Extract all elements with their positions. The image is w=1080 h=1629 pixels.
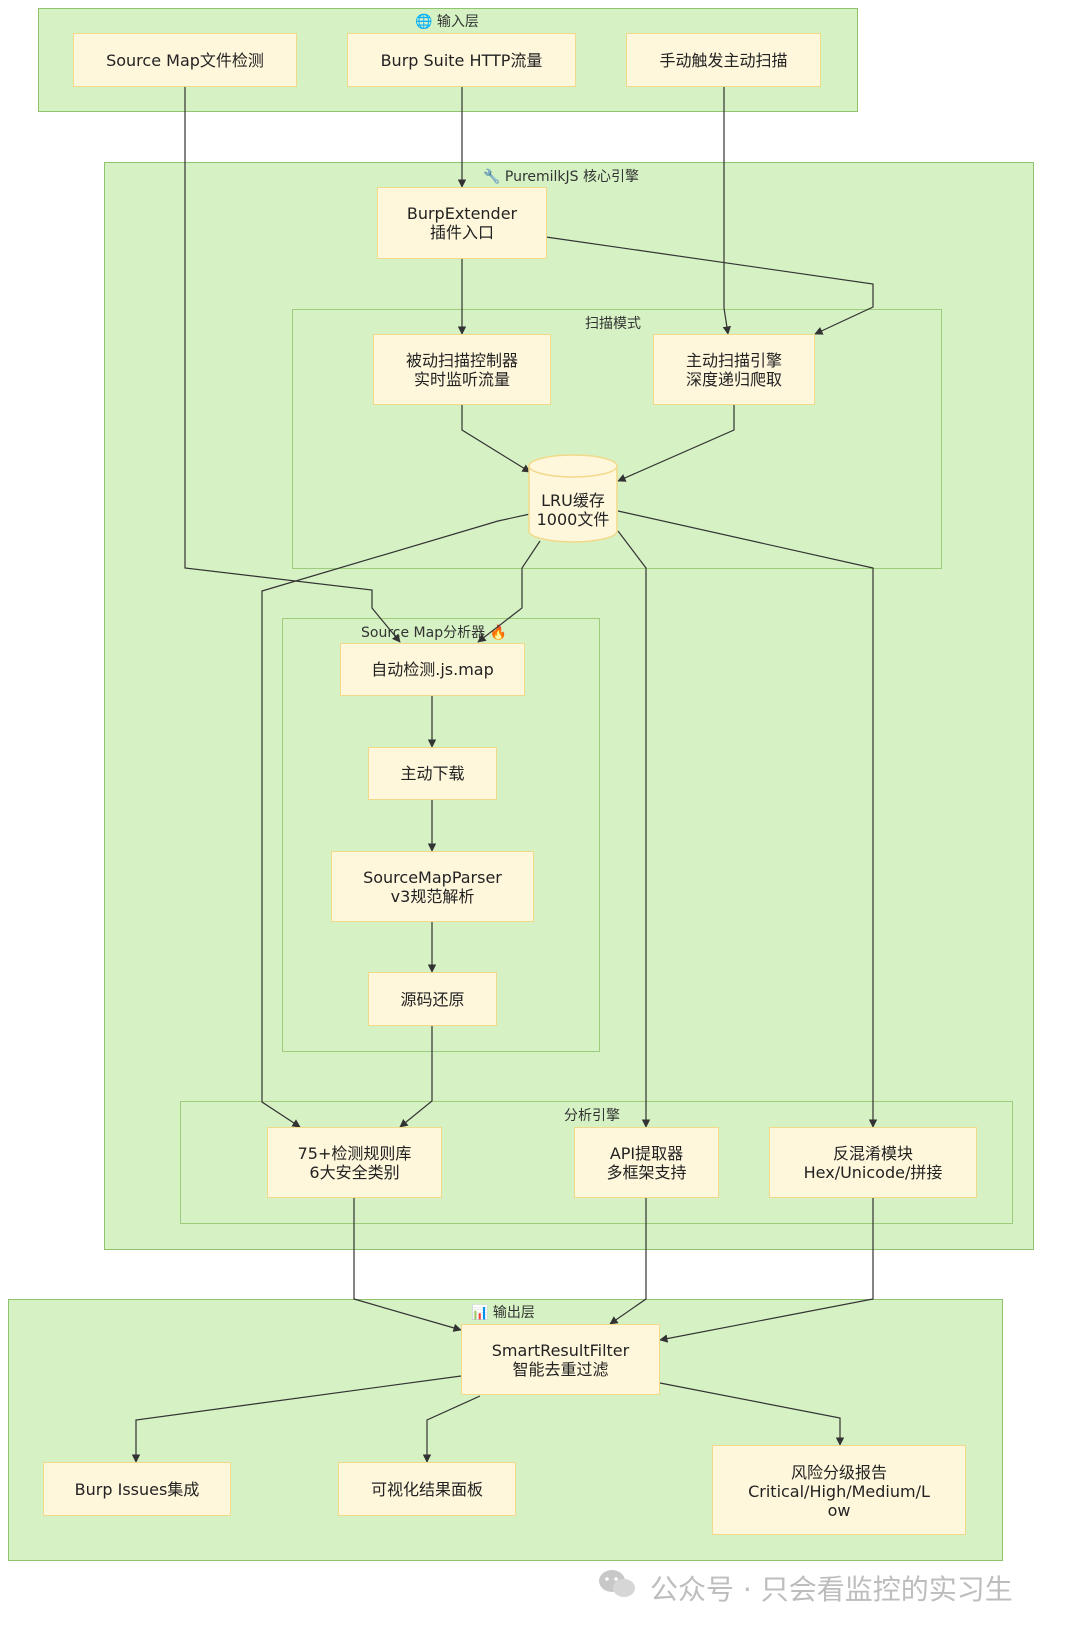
edge-deobfuscate-to-filter — [659, 1198, 874, 1343]
manual-scan-node: 手动触发主动扫描 — [626, 33, 821, 87]
detection-rules-node: 75+检测规则库 6大安全类别 — [267, 1127, 442, 1198]
edge-filter-to-burp-issues — [131, 1375, 462, 1463]
smart-result-filter-node: SmartResultFilter 智能去重过滤 — [461, 1324, 660, 1395]
analysis-engine-group — [180, 1101, 1013, 1224]
sourcemap-analyzer-group — [282, 618, 600, 1052]
edge-extender-to-active — [545, 236, 874, 335]
sourcemap-detect-node: Source Map文件检测 — [73, 33, 297, 87]
edge-filter-to-dashboard — [422, 1395, 481, 1463]
burp-extender-node: BurpExtender 插件入口 — [377, 187, 547, 259]
wechat-icon — [599, 1570, 635, 1597]
scan-mode-group — [292, 309, 942, 569]
edge-filter-to-risk-report — [659, 1382, 845, 1446]
api-extractor-node: API提取器 多框架支持 — [574, 1127, 719, 1198]
scan-mode-title: 扫描模式 — [585, 316, 641, 332]
edge-restore-to-rules — [399, 1026, 433, 1128]
edge-lru-to-api — [617, 530, 651, 1128]
edge-active-to-lru — [617, 405, 735, 482]
edge-sourcemap-detect-to-auto-detect — [184, 87, 401, 643]
dashboard-node: 可视化结果面板 — [338, 1462, 516, 1516]
edge-lru-to-deobfuscate — [617, 510, 878, 1128]
core-engine-group — [104, 162, 1034, 1250]
download-node: 主动下载 — [368, 747, 497, 800]
burp-issues-node: Burp Issues集成 — [43, 1462, 231, 1516]
edge-lru-to-auto-detect — [477, 540, 541, 643]
input-layer-title: 🌐 输入层 — [415, 14, 479, 30]
deobfuscate-node: 反混淆模块 Hex/Unicode/拼接 — [769, 1127, 977, 1198]
passive-scan-node: 被动扫描控制器 实时监听流量 — [373, 334, 551, 405]
risk-report-node: 风险分级报告 Critical/High/Medium/L ow — [712, 1445, 966, 1535]
lru-cache-cylinder — [528, 454, 618, 543]
burp-http-node: Burp Suite HTTP流量 — [347, 33, 576, 87]
sourcemap-parser-node: SourceMapParser v3规范解析 — [331, 851, 534, 922]
edge-rules-to-filter — [353, 1198, 462, 1332]
edge-lru-to-rules — [261, 513, 531, 1128]
output-layer-title: 📊 输出层 — [471, 1305, 535, 1321]
edge-manual-to-active — [722, 87, 732, 335]
lru-cache-node: LRU缓存 1000文件 — [536, 491, 610, 529]
auto-detect-node: 自动检测.js.map — [340, 643, 525, 696]
watermark-text: 公众号 · 只会看监控的实习生 — [650, 1573, 1013, 1606]
source-restore-node: 源码还原 — [368, 972, 497, 1026]
edge-passive-to-lru — [461, 405, 531, 473]
analysis-engine-title: 分析引擎 — [564, 1108, 620, 1124]
active-scan-node: 主动扫描引擎 深度递归爬取 — [653, 334, 815, 405]
core-engine-title: 🔧 PuremilkJS 核心引擎 — [482, 169, 640, 185]
edge-api-to-filter — [609, 1198, 647, 1325]
